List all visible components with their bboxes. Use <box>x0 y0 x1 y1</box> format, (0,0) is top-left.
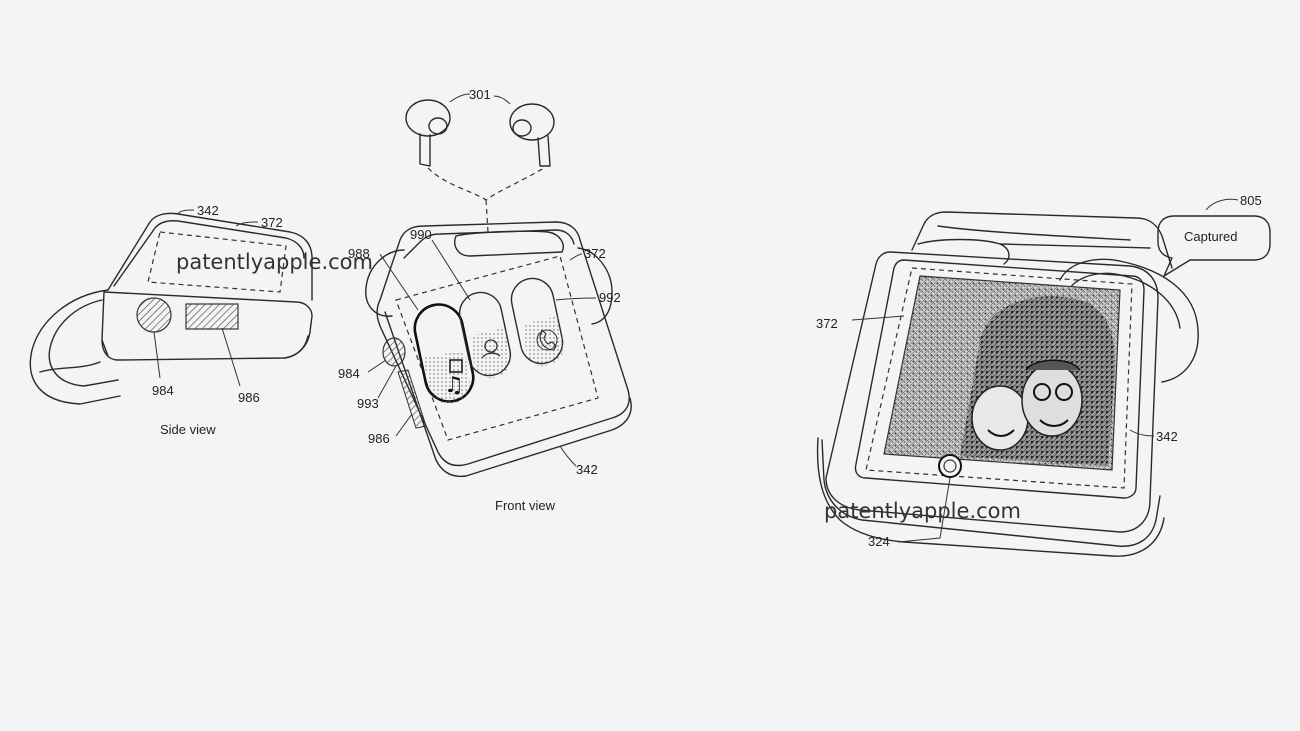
side-button <box>382 337 406 367</box>
phone-icon <box>539 328 557 351</box>
watermark-left: patentlyapple.com <box>176 250 373 274</box>
captured-bubble: Captured <box>1157 215 1271 277</box>
front-label-992: 992 <box>599 290 621 305</box>
photo-view-drawing: Captured 805 372 342 324 <box>816 193 1271 557</box>
captured-photo <box>883 275 1121 471</box>
bubble-text: Captured <box>1184 229 1237 244</box>
side-view-caption: Side view <box>160 422 216 437</box>
music-note-icon: ♫ <box>444 373 464 398</box>
front-label-988: 988 <box>348 246 370 261</box>
front-view-drawing: 301 ♫ <box>338 87 632 513</box>
photo-label-372: 372 <box>816 316 838 331</box>
front-label-342: 342 <box>576 462 598 477</box>
watermark-right: patentlyapple.com <box>824 499 1021 523</box>
front-view-caption: Front view <box>495 498 556 513</box>
earbuds: 301 <box>405 87 555 233</box>
app-pill-music: ♫ <box>413 303 475 405</box>
front-label-372: 372 <box>584 246 606 261</box>
contacts-icon <box>484 339 498 353</box>
camera-icon <box>449 359 463 373</box>
app-pill-contacts <box>458 291 512 379</box>
front-label-984: 984 <box>338 366 360 381</box>
side-label-984: 984 <box>152 383 174 398</box>
side-label-372: 372 <box>261 215 283 230</box>
side-label-342: 342 <box>197 203 219 218</box>
person-face-left <box>971 385 1029 451</box>
front-label-301: 301 <box>469 87 491 102</box>
front-label-986: 986 <box>368 431 390 446</box>
photo-label-342: 342 <box>1156 429 1178 444</box>
photo-label-805: 805 <box>1240 193 1262 208</box>
photo-label-324: 324 <box>868 534 890 549</box>
front-label-993: 993 <box>357 396 379 411</box>
front-label-990: 990 <box>410 227 432 242</box>
side-label-986: 986 <box>238 390 260 405</box>
app-pill-phone <box>510 277 565 367</box>
home-button <box>938 454 962 478</box>
side-view-drawing: 342 372 984 986 Side view <box>29 203 313 437</box>
